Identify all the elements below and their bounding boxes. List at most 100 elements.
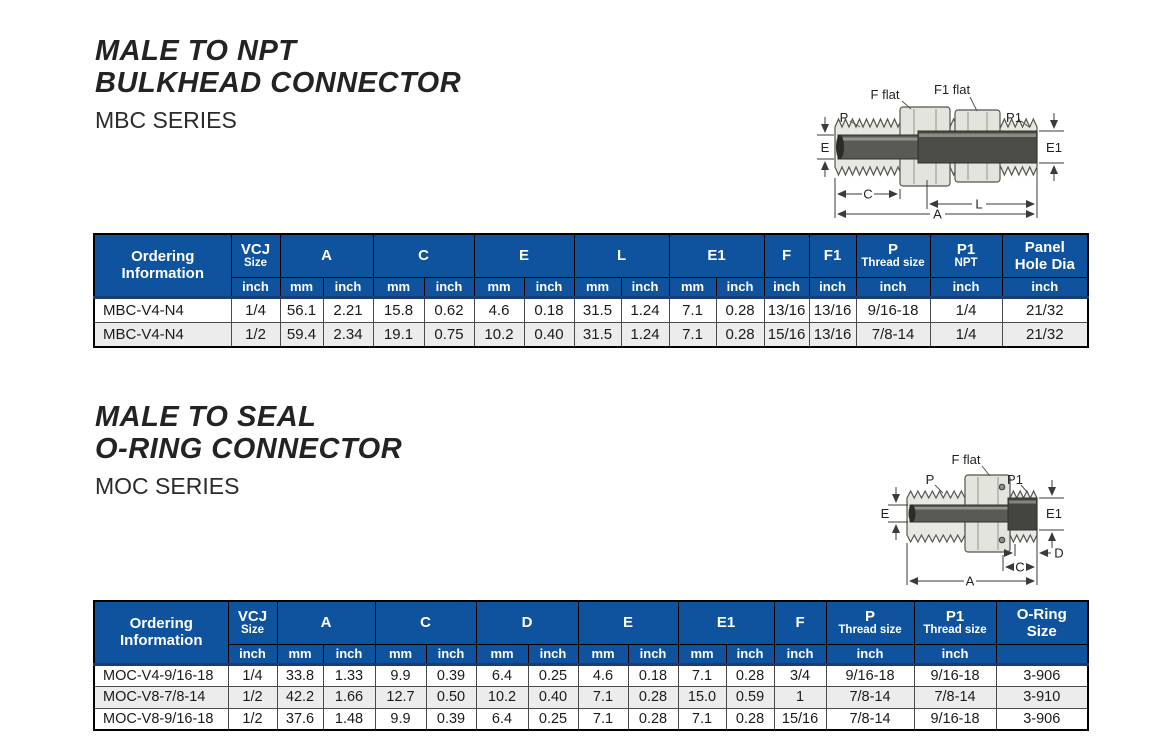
moc-bore-highlight [911, 507, 1009, 510]
mbc-dimensions [817, 113, 1064, 218]
moc-diagram: F flat P P1 E E1 D C A [881, 452, 1064, 589]
moc-header-unit-row: inch mm inch mm inch mm inch mm inch mm … [94, 643, 1089, 665]
cell: 9/16-18 [855, 296, 931, 323]
cell: 0.28 [725, 663, 775, 687]
p1-label: P1 [945, 608, 965, 626]
cell: 0.50 [425, 685, 477, 709]
mbc-row-2: MBC-V4-N4 1/2 59.4 2.34 19.1 0.75 10.2 0… [93, 321, 1089, 348]
cell: 1/2 [227, 707, 278, 731]
cell: 0.40 [523, 321, 575, 348]
p-label: P [888, 241, 899, 259]
vcj-sub-label: Size [243, 257, 267, 270]
moc-bore-opening [908, 505, 916, 522]
panel-sub-label: Hole Dia [1014, 255, 1075, 273]
mbc-label-p1: P1 [1006, 110, 1022, 125]
cell: 4.6 [577, 663, 629, 687]
cell: 1/4 [230, 296, 281, 323]
unit-cell: inch [322, 643, 376, 665]
mbc-label-e1: E1 [1046, 140, 1062, 155]
unit-cell: inch [763, 276, 810, 298]
vcj-label: VCJ [240, 241, 271, 259]
cell: 9/16-18 [825, 663, 915, 687]
mbc-body [834, 106, 1038, 187]
moc-row-2: MOC-V8-7/8-14 1/2 42.2 1.66 12.7 0.50 10… [93, 685, 1089, 709]
cell: 0.28 [725, 707, 775, 731]
p-sub-label: Thread size [861, 257, 925, 270]
moc-col-e1: E1 [677, 600, 775, 645]
unit-cell: inch [725, 643, 775, 665]
cell: 1.33 [322, 663, 376, 687]
cell: 3/4 [773, 663, 827, 687]
mbc-series-label: MBC SERIES [95, 106, 237, 133]
cell: 12.7 [374, 685, 427, 709]
mbc-label-f1-flat: F1 flat [934, 82, 971, 97]
mbc-row-1: MBC-V4-N4 1/4 56.1 2.21 15.8 0.62 4.6 0.… [93, 296, 1089, 323]
cell: 21/32 [1001, 321, 1089, 348]
part-number: MOC-V4-9/16-18 [93, 663, 229, 687]
cell: 3-906 [995, 663, 1089, 687]
mbc-label-f-flat: F flat [871, 87, 900, 102]
mbc-title-line2: BULKHEAD CONNECTOR [95, 66, 462, 99]
p-label: P [865, 608, 876, 626]
mbc-bore-highlight [919, 133, 1036, 137]
cell: 1/4 [929, 321, 1003, 348]
cell: 0.25 [527, 707, 579, 731]
moc-col-ordering: Ordering Information [93, 600, 229, 665]
mbc-label-l: L [975, 197, 982, 212]
mbc-leader-lines [849, 96, 1030, 128]
cell: 37.6 [276, 707, 324, 731]
moc-label-a: A [966, 574, 975, 589]
p1-label: P1 [956, 241, 976, 259]
moc-dimensions [888, 480, 1064, 585]
cell: 0.75 [423, 321, 475, 348]
mbc-col-c: C [372, 233, 475, 278]
cell: 0.59 [725, 685, 775, 709]
moc-series-label: MOC SERIES [95, 472, 240, 499]
mbc-label-c: C [863, 187, 872, 202]
mbc-bore-opening [836, 135, 844, 159]
moc-title-line2: O-RING CONNECTOR [95, 432, 403, 465]
unit-cell: mm [374, 643, 427, 665]
p-sub-label: Thread size [838, 624, 902, 637]
mbc-title: MALE TO NPT BULKHEAD CONNECTOR [95, 35, 462, 100]
cell: 0.28 [715, 296, 765, 323]
mbc-col-ordering: Ordering Information [93, 233, 232, 298]
cell: 6.4 [475, 663, 529, 687]
cell: 13/16 [808, 296, 857, 323]
part-number: MOC-V8-7/8-14 [93, 685, 229, 709]
moc-label-p: P [926, 472, 935, 487]
cell: 0.25 [527, 663, 579, 687]
cell: 1.24 [620, 296, 670, 323]
oring-label: O-Ring [1016, 605, 1067, 623]
cell: 7.1 [677, 707, 727, 731]
moc-label-d: D [1054, 546, 1063, 561]
moc-title-block: MALE TO SEAL O-RING CONNECTOR MOC SERIES [95, 401, 403, 500]
cell: 10.2 [473, 321, 525, 348]
cell: 0.28 [715, 321, 765, 348]
moc-col-a: A [276, 600, 376, 645]
unit-cell: mm [276, 643, 324, 665]
moc-leader-lines [934, 465, 1029, 494]
cell: 3-906 [995, 707, 1089, 731]
cell: 3-910 [995, 685, 1089, 709]
cell: 15.8 [372, 296, 425, 323]
cell: 0.39 [425, 663, 477, 687]
cell: 31.5 [573, 296, 622, 323]
unit-cell: mm [372, 276, 425, 298]
unit-cell: inch [808, 276, 857, 298]
vcj-label: VCJ [237, 608, 268, 626]
cell: 4.6 [473, 296, 525, 323]
unit-cell: mm [475, 643, 529, 665]
cell: 1/2 [230, 321, 281, 348]
cell: 2.21 [322, 296, 374, 323]
unit-cell: inch [929, 276, 1003, 298]
unit-cell: inch [527, 643, 579, 665]
